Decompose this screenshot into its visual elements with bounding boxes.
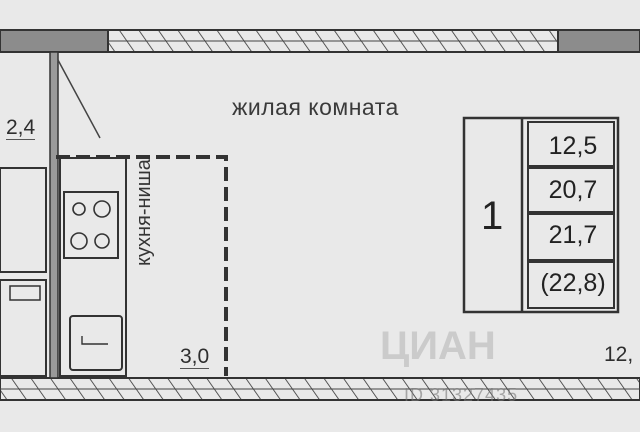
top-wall (0, 29, 109, 53)
kitchen-name-label: кухня-ниша (133, 159, 155, 266)
dimension-kitchen-width: 3,0 (180, 345, 210, 369)
kitchen-counter (59, 157, 127, 377)
fixture-upper (0, 167, 47, 273)
top-wall-right (557, 29, 640, 53)
area-cell (527, 167, 615, 213)
area-cell (527, 121, 615, 167)
sink (69, 315, 123, 371)
stove (63, 191, 119, 259)
room-area-value: (22,8) (540, 269, 606, 297)
burner-icon (93, 200, 111, 218)
area-cell (527, 261, 615, 309)
burner-icon (70, 232, 88, 250)
burner-icon (72, 202, 86, 216)
room-number: 1 (481, 194, 504, 238)
left-partition (49, 51, 59, 379)
fixture-lower (0, 279, 47, 377)
kitchen-niche-boundary (56, 155, 228, 376)
burner-icon (94, 233, 110, 249)
dimension-right-edge: 12, (604, 343, 634, 366)
room-area-value: 20,7 (548, 176, 598, 204)
area-cell (527, 213, 615, 261)
dimension-left-wall: 2,4 (6, 116, 36, 140)
door-swing-line (57, 59, 101, 139)
room-area-value: 12,5 (548, 132, 598, 160)
room-name-label: жилая комната (232, 94, 399, 120)
room-area-value: 21,7 (548, 221, 598, 249)
room-info-table (462, 116, 620, 314)
watermark-id: ID 31327435 (404, 385, 519, 405)
watermark-logo: ЦИАН (380, 324, 496, 368)
